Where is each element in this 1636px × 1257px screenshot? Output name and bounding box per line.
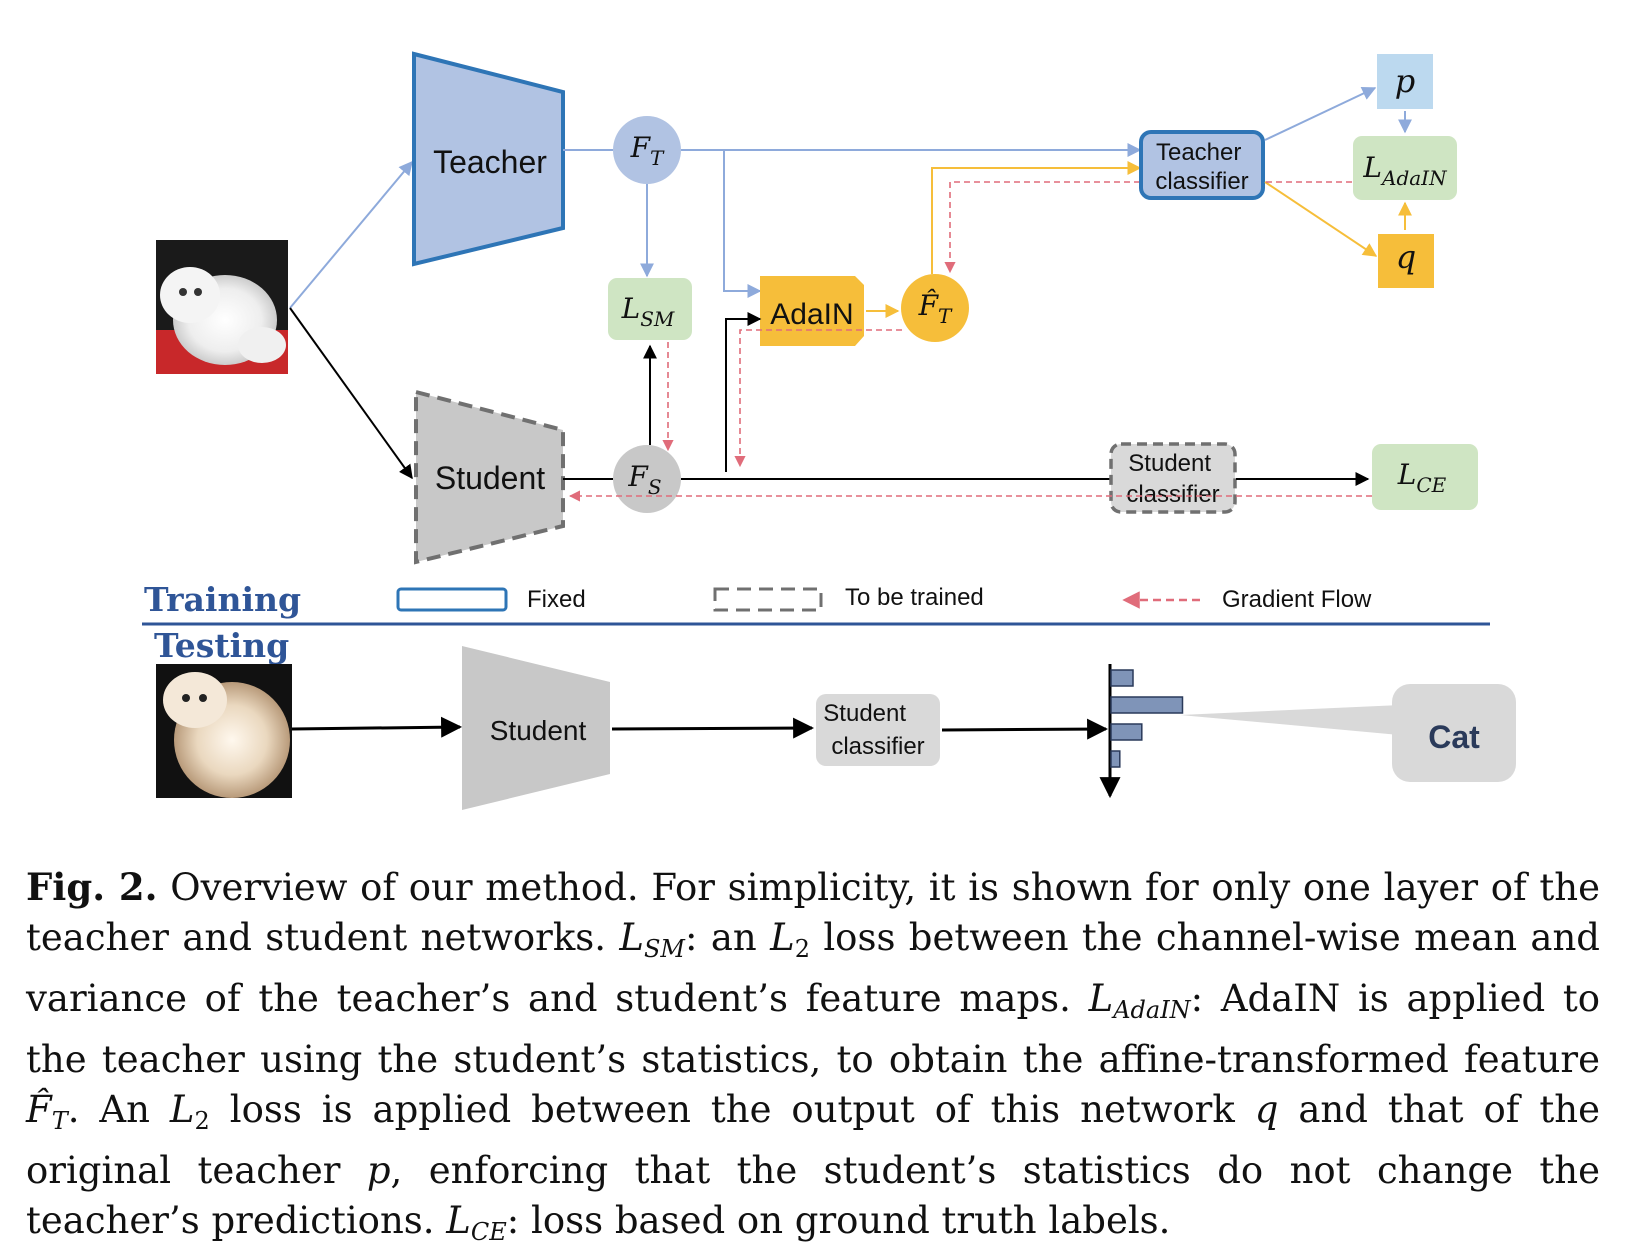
teacher-label: Teacher	[433, 144, 547, 180]
method-overview-diagram: Teacher FT LSM AdaIN F̂T Teacher classif…	[142, 51, 1516, 810]
prediction-callout	[1392, 684, 1516, 782]
q-symbol: q	[1254, 1088, 1279, 1131]
arrow-input-to-student	[289, 307, 413, 480]
teacher-network	[412, 51, 565, 267]
p-label: p	[1395, 62, 1415, 100]
caption-text-6: loss is applied between the output of th…	[209, 1088, 1255, 1131]
prediction-label: Cat	[1428, 719, 1480, 755]
arrow-input-to-teacher	[289, 160, 413, 309]
prediction-callout-pointer	[1180, 705, 1400, 735]
teacher-feature-node	[613, 116, 681, 184]
caption-text-5: . An	[67, 1088, 170, 1131]
caption-text-9: : loss based on ground truth labels.	[506, 1199, 1171, 1242]
histogram-bar	[1110, 669, 1134, 687]
caption-text-2: : an	[685, 916, 771, 959]
histogram-bar	[1110, 723, 1143, 741]
histogram-bar	[1110, 696, 1184, 714]
histogram-bar	[1110, 750, 1121, 768]
test-classifier-box	[816, 694, 940, 766]
p-symbol: p	[366, 1149, 391, 1192]
legend-fixed-label: Fixed	[527, 586, 586, 613]
gradient-fthat-to-student	[734, 329, 902, 468]
test-classifier-label: Student classifier	[823, 700, 924, 760]
arrow-fs-to-adain	[725, 312, 762, 472]
caption-text-7: and that of the original teacher	[26, 1088, 1600, 1192]
teacher-output-p	[1377, 54, 1433, 109]
student-label: Student	[435, 460, 545, 496]
ladain-symbol: L	[1088, 977, 1114, 1020]
legend-fixed-swatch	[396, 587, 508, 612]
l2-symbol: L	[770, 916, 795, 959]
arrow-fthat-to-teacher-classifier	[931, 161, 1142, 274]
caption-text-8: , enforcing that the student’s statistic…	[26, 1149, 1600, 1242]
caption-text-4: : AdaIN is applied to the teacher using …	[26, 977, 1601, 1081]
lsm-subscript: SM	[643, 935, 685, 963]
lsm-loss-box	[608, 278, 692, 340]
gradient-classifier-to-fthat	[944, 181, 1140, 274]
ladain-subscript: AdaIN	[1113, 996, 1191, 1024]
teacher-feature-label: FT	[630, 131, 665, 170]
adain-label: AdaIN	[770, 298, 853, 331]
figure-caption: Fig. 2. Overview of our method. For simp…	[26, 862, 1600, 1257]
testing-cat-image	[156, 664, 292, 798]
ladain-label: LAdaIN	[1362, 151, 1448, 190]
l2b-subscript: 2	[194, 1107, 210, 1135]
prediction-histogram	[1110, 669, 1184, 768]
adain-block	[760, 276, 864, 346]
caption-text-3: loss between the channel-wise mean and v…	[26, 916, 1600, 1020]
training-label: Training	[144, 580, 301, 619]
arrow-ft-to-adain	[723, 150, 762, 298]
teacher-classifier-box	[1139, 130, 1265, 200]
legend-trained-swatch	[713, 587, 823, 612]
test-student-label: Student	[490, 715, 587, 746]
adapted-feature-node	[901, 274, 969, 342]
legend-gradient-label: Gradient Flow	[1222, 586, 1372, 613]
l2b-symbol: L	[169, 1088, 195, 1131]
student-network	[414, 389, 565, 565]
adapted-feature-label: F̂T	[918, 289, 953, 328]
legend-trained-label: To be trained	[845, 584, 984, 611]
teacher-classifier-label: Teacher classifier	[1155, 139, 1248, 195]
lce-symbol: L	[446, 1199, 471, 1242]
lsm-symbol: L	[619, 916, 644, 959]
lce-subscript: CE	[470, 1218, 507, 1246]
student-classifier-label: Student classifier	[1126, 450, 1219, 508]
fthat-symbol: F̂	[26, 1088, 52, 1131]
training-cat-image	[156, 240, 288, 374]
testing-label: Testing	[154, 626, 289, 665]
fthat-subscript: T	[51, 1107, 68, 1135]
ladain-loss-box	[1353, 136, 1457, 200]
test-student-network	[462, 646, 610, 810]
l2-subscript: 2	[794, 935, 810, 963]
lsm-label: LSM	[621, 292, 675, 331]
figure-number: Fig. 2.	[26, 865, 158, 909]
caption-text-1: Overview of our method. For simplicity, …	[26, 866, 1600, 959]
student-feature-label: FS	[627, 460, 661, 499]
student-classifier-box	[1109, 442, 1237, 514]
lce-loss-box	[1372, 444, 1478, 510]
q-label: q	[1396, 238, 1416, 276]
adapted-output-q	[1378, 234, 1434, 288]
lce-label: LCE	[1397, 458, 1447, 497]
